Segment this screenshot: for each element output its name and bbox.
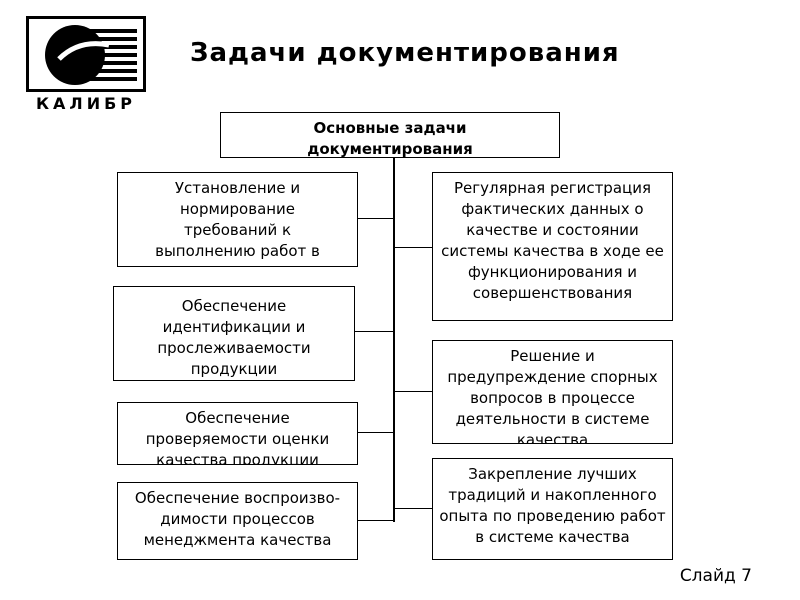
- connector-right-1: [394, 247, 432, 248]
- logo-emblem-icon: [45, 25, 137, 85]
- logo-frame: [26, 16, 146, 92]
- root-node: Основные задачи документирования: [220, 112, 560, 158]
- connector-right-2: [394, 391, 432, 392]
- connector-left-1: [358, 218, 394, 219]
- logo-text: КАЛИБР: [35, 94, 137, 113]
- slide-number: Слайд 7: [679, 566, 752, 586]
- connector-right-3: [394, 508, 432, 509]
- left-node-4: Обеспечение воспроизво-димости процессов…: [117, 482, 358, 560]
- left-node-2: Обеспечение идентификации и прослеживаем…: [113, 286, 355, 381]
- left-node-3: Обеспечение проверяемости оценки качеств…: [117, 402, 358, 465]
- connector-left-4: [358, 520, 394, 521]
- right-node-3: Закрепление лучших традиций и накопленно…: [432, 458, 673, 560]
- connector-left-2: [355, 331, 394, 332]
- right-node-2: Решение и предупреждение спорных вопросо…: [432, 340, 673, 444]
- right-node-1: Регулярная регистрация фактических данны…: [432, 172, 673, 321]
- kalibr-logo: КАЛИБР: [20, 16, 152, 113]
- left-node-1: Установление и нормирование требований к…: [117, 172, 358, 267]
- connector-trunk: [393, 150, 395, 522]
- page-title: Задачи документирования: [190, 38, 620, 68]
- connector-left-3: [358, 432, 394, 433]
